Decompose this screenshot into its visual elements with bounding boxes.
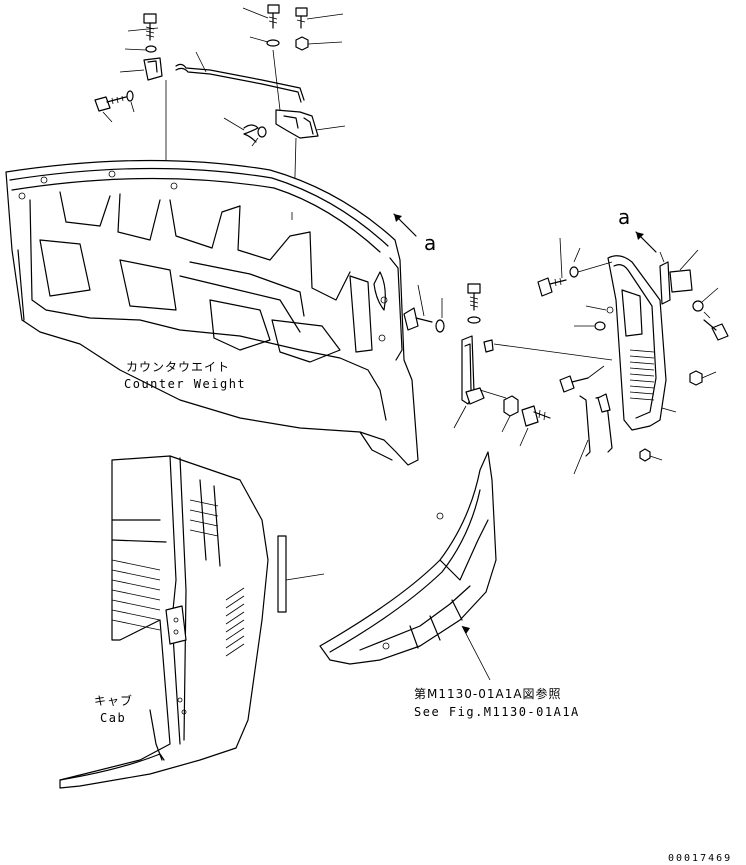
rubber-stopper (403, 284, 433, 331)
top-hardware-group (94, 4, 346, 213)
view-arrow-a-right: a (618, 205, 657, 253)
bolt-right-side (703, 311, 729, 341)
washer-stopper (435, 298, 445, 333)
bolt-top-center-2 (295, 7, 344, 29)
small-pin (483, 339, 613, 361)
washer-center (467, 316, 481, 324)
lock-cable (175, 51, 305, 103)
lower-cover (319, 451, 497, 681)
side-cover-panel (607, 255, 677, 431)
bolt-right-lower (559, 365, 605, 393)
washer-cover-b (574, 321, 606, 331)
counterweight-label-jp: カウンタウエイト (126, 360, 230, 374)
nut-top-center-2 (295, 36, 343, 51)
hinge-plate (453, 335, 485, 429)
cab-body (59, 455, 269, 789)
bushing (479, 389, 519, 433)
view-label-a-left: a (424, 231, 436, 255)
bolt-left-horizontal (94, 95, 127, 123)
cab-label-jp: キャブ (94, 693, 133, 708)
washer-left (126, 90, 135, 113)
spring-pin (223, 117, 259, 143)
cab-side-grille (225, 587, 245, 657)
side-cover-grille (629, 349, 655, 401)
view-arrow-a-left: a (393, 213, 436, 255)
washer-top-center-1 (249, 36, 280, 47)
see-fig-label-jp: 第M1130-01A1A図参照 (414, 686, 562, 701)
cab-steps (111, 499, 219, 631)
washer-top-left (124, 45, 157, 53)
counterweight-body (5, 159, 419, 466)
washer-latch (251, 126, 267, 147)
see-fig-label-en: See Fig.M1130-01A1A (414, 705, 580, 719)
clip-bracket (119, 57, 163, 81)
washer-cover-a (585, 305, 614, 314)
bolt-top-left (127, 13, 159, 41)
sealing-strip (277, 535, 325, 613)
middle-hardware-group (403, 283, 613, 447)
washer-right-upper (569, 247, 613, 278)
cab-label-en: Cab (100, 711, 126, 725)
washer-right-side (692, 287, 719, 312)
view-label-a-right: a (618, 205, 630, 229)
bolt-right-upper (537, 237, 567, 297)
bolt-center (467, 283, 481, 311)
hinge-right (659, 249, 699, 305)
right-cover-group: a (537, 205, 729, 475)
bolt-top-center-1 (242, 4, 280, 29)
nut-cover (689, 370, 717, 386)
bolt-lower-center (519, 405, 551, 447)
drawing-number: 00017469 (668, 853, 732, 864)
latch-rod (573, 393, 613, 475)
counterweight-label-en: Counter Weight (124, 377, 246, 391)
small-nut-bottom (639, 448, 663, 462)
